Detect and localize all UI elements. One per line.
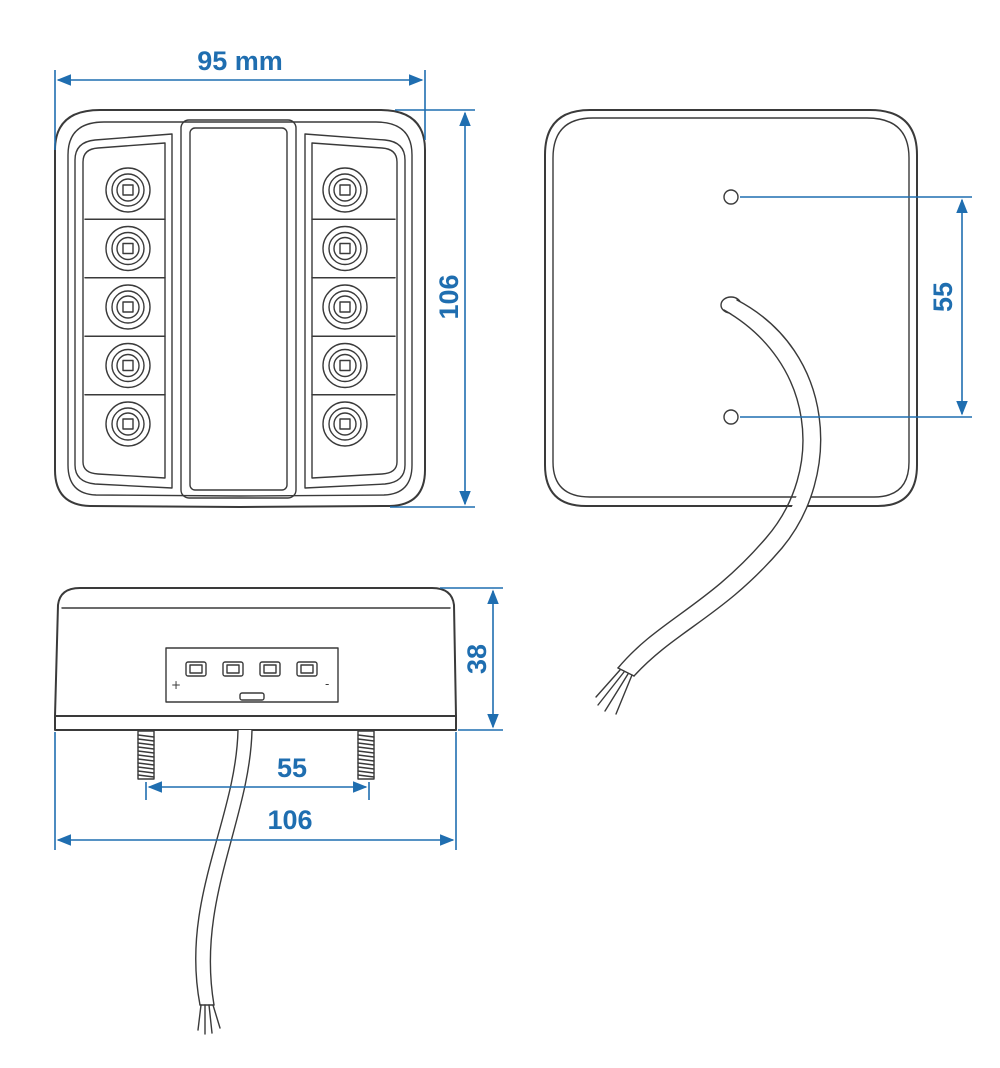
led-left-4: [105, 342, 151, 389]
back-cable-end: [617, 667, 635, 677]
terminal-group: [185, 661, 318, 677]
mounting-hole-bottom: [723, 409, 739, 425]
back-hole-spacing-dimension: 55: [740, 196, 972, 418]
led-left-2: [105, 225, 151, 272]
mounting-hole-top: [723, 189, 739, 205]
back-cable-edge-a: [617, 309, 804, 669]
side-width-dimension: 106: [54, 732, 457, 850]
front-width-dimension: 95 mm: [54, 46, 426, 150]
front-height-label: 106: [434, 274, 464, 319]
led-left-5: [105, 401, 151, 447]
center-light-strip-inner: [189, 127, 288, 491]
center-light-strip-outer: [180, 119, 297, 499]
back-view: [544, 109, 918, 715]
terminal-panel: [165, 647, 339, 703]
back-housing-outer: [544, 109, 918, 507]
front-height-dimension: 106: [390, 109, 475, 508]
back-hole-spacing-label: 55: [928, 282, 958, 312]
right-led-panel-inner: [311, 142, 398, 479]
threaded-stud-right: [357, 730, 375, 780]
left-led-panel-inner: [82, 142, 166, 479]
back-cable-edge-b: [633, 299, 822, 677]
led-group: [84, 167, 396, 447]
front-view: [54, 109, 426, 508]
back-cable-wires: [595, 669, 633, 715]
led-right-3: [322, 284, 368, 330]
side-base-plate: [54, 715, 457, 731]
led-right-1: [322, 167, 368, 213]
terminal-2: [222, 661, 244, 677]
threaded-stud-left: [137, 730, 155, 780]
front-width-label: 95 mm: [197, 46, 283, 76]
left-led-panel-outer: [74, 133, 173, 489]
terminal-plus-sign: +: [171, 678, 181, 692]
right-led-panel-outer: [304, 133, 406, 489]
terminal-1: [185, 661, 207, 677]
stud-group: [137, 730, 375, 780]
bottom-cable-wires: [197, 1004, 221, 1035]
stud-spacing-label: 55: [277, 753, 307, 783]
back-cable-fill: [620, 300, 821, 676]
bottom-cable-edge-b: [209, 729, 253, 1006]
led-right-4: [322, 342, 368, 389]
side-view: + -: [54, 587, 457, 1035]
front-housing-inner: [67, 121, 413, 497]
led-right-5: [322, 401, 368, 447]
terminal-label-slot: [239, 692, 265, 701]
bottom-cable-edge-a: [195, 729, 239, 1006]
terminal-4: [296, 661, 318, 677]
stud-spacing-dimension: 55: [145, 753, 370, 800]
front-housing-outer: [54, 109, 426, 508]
led-right-2: [322, 225, 368, 272]
side-depth-label: 38: [462, 644, 492, 674]
side-width-label: 106: [267, 805, 312, 835]
led-left-3: [105, 284, 151, 330]
side-housing-top: [54, 587, 457, 717]
terminal-3: [259, 661, 281, 677]
back-housing-inner: [552, 117, 910, 498]
led-left-1: [105, 167, 151, 213]
side-depth-dimension: 38: [440, 587, 503, 731]
terminal-minus-sign: -: [325, 677, 329, 691]
